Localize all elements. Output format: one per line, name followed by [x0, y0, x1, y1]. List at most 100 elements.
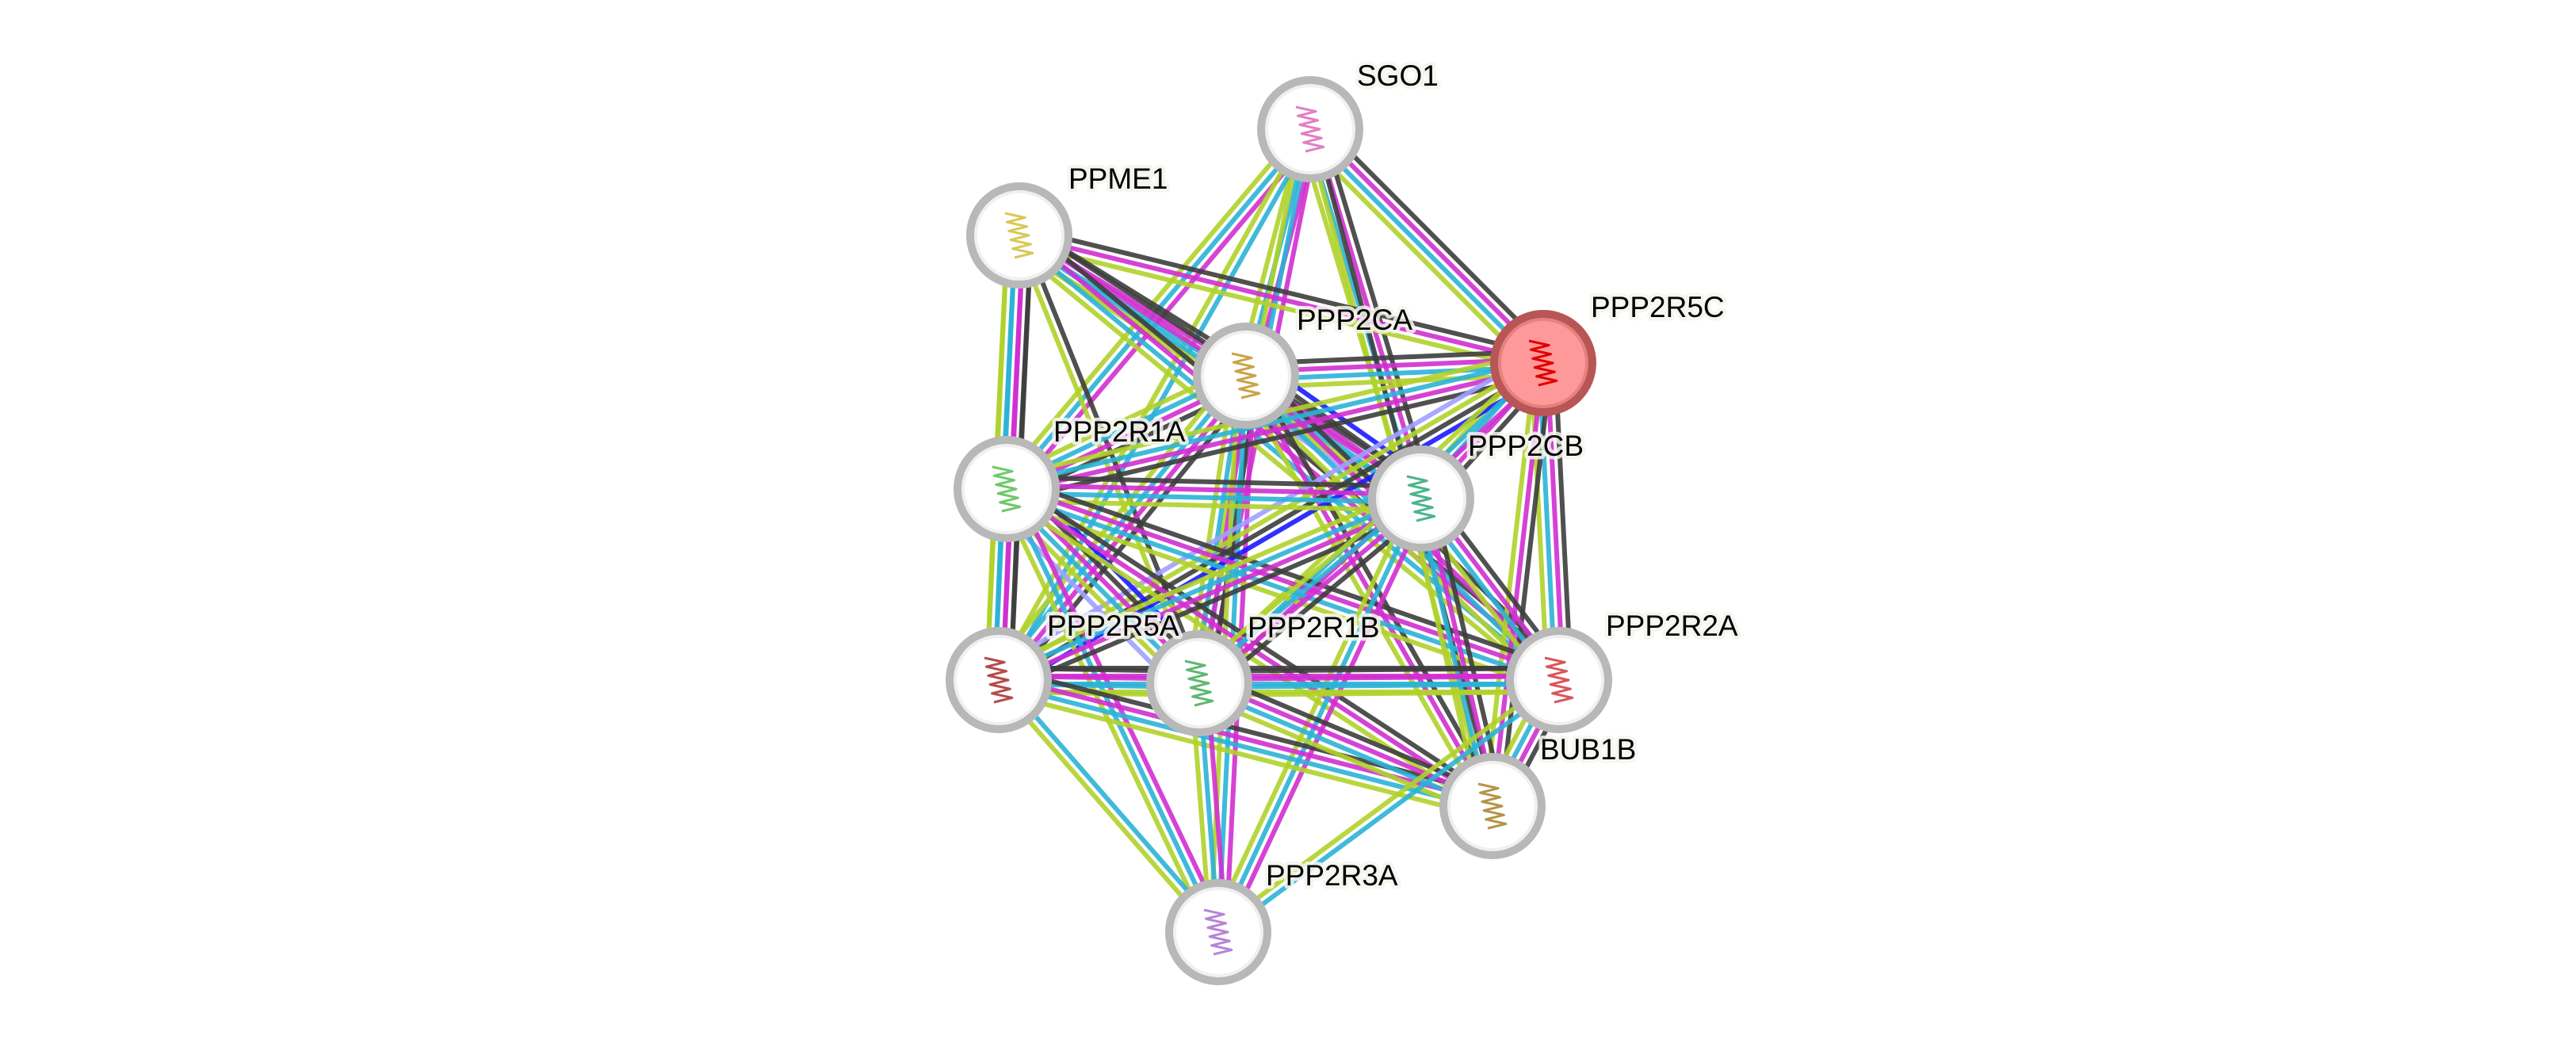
- node-circle[interactable]: [1146, 630, 1252, 736]
- edge-ppp2r5a-bub1b[interactable]: [995, 666, 1496, 820]
- node-circle[interactable]: [1506, 627, 1612, 733]
- evidence-line-databases: [999, 675, 1224, 931]
- node-ppp2r5c[interactable]: [1490, 310, 1596, 416]
- node-label-ppp2r3a: PPP2R3A: [1266, 859, 1398, 892]
- evidence-line-textmining: [1300, 136, 1537, 373]
- node-circle[interactable]: [966, 182, 1072, 289]
- nodes-layer: [946, 76, 1612, 985]
- node-ppp2r2a[interactable]: [1506, 627, 1612, 733]
- evidence-line-databases: [997, 681, 1492, 812]
- evidence-line-textmining: [997, 491, 1213, 937]
- node-label-ppp2r5a: PPP2R5A: [1047, 610, 1179, 642]
- node-ppme1[interactable]: [966, 182, 1072, 289]
- node-label-ppp2cb: PPP2CB: [1468, 430, 1584, 462]
- evidence-line-coexpression: [1000, 666, 1496, 797]
- edge-ppme1-ppp2r5c[interactable]: [1016, 225, 1546, 373]
- node-circle[interactable]: [1257, 76, 1363, 182]
- edge-ppp2r5c-ppp2r5a[interactable]: [991, 350, 1551, 693]
- evidence-line-coexpression: [1497, 363, 1554, 808]
- evidence-line-coexpression: [999, 364, 1547, 686]
- node-circle[interactable]: [954, 436, 1060, 542]
- edge-ppp2r2a-ppp2r3a[interactable]: [1214, 675, 1563, 938]
- evidence-line-coexpression: [1009, 475, 1564, 671]
- evidence-line-databases: [1005, 357, 1543, 488]
- evidence-line-textmining: [1236, 378, 1488, 812]
- node-circle[interactable]: [1368, 445, 1474, 552]
- node-inner-shade: [1173, 887, 1263, 977]
- evidence-line-databases: [1006, 490, 1421, 505]
- evidence-line-textmining: [1529, 363, 1550, 681]
- protein-structure-icon: [1406, 475, 1436, 522]
- evidence-line-coexpression: [1020, 225, 1546, 358]
- evidence-line-textmining: [1016, 240, 1542, 373]
- evidence-line-coexpression: [1552, 362, 1573, 680]
- node-ppp2r5a[interactable]: [946, 627, 1052, 733]
- node-label-ppp2r5c: PPP2R5C: [1591, 291, 1725, 323]
- node-inner-shade: [1514, 635, 1604, 725]
- node-circle[interactable]: [1193, 323, 1299, 429]
- evidence-line-homology: [991, 350, 1538, 672]
- node-label-ppp2r1a: PPP2R1A: [1053, 415, 1186, 448]
- protein-structure-icon: [1477, 782, 1508, 830]
- protein-structure-icon: [1231, 352, 1261, 399]
- node-label-bub1b: BUB1B: [1540, 733, 1636, 766]
- protein-structure-icon: [1184, 659, 1214, 707]
- protein-structure-icon: [1544, 656, 1574, 704]
- evidence-line-coexpression: [1202, 670, 1498, 797]
- evidence-line-databases: [1004, 490, 1559, 686]
- node-bub1b[interactable]: [1439, 753, 1546, 859]
- node-circle[interactable]: [1165, 879, 1271, 985]
- evidence-line-textmining: [993, 126, 1309, 680]
- evidence-line-experiments: [1019, 233, 1544, 365]
- protein-structure-icon: [992, 465, 1022, 513]
- node-label-ppp2r1b: PPP2R1B: [1248, 611, 1380, 644]
- evidence-line-databases: [1305, 130, 1542, 368]
- node-ppp2r1a[interactable]: [954, 436, 1060, 542]
- protein-structure-icon: [984, 656, 1014, 704]
- evidence-line-experiments: [1311, 124, 1548, 362]
- node-ppp2r1b[interactable]: [1146, 630, 1252, 736]
- evidence-line-textmining: [1194, 692, 1489, 820]
- protein-structure-icon: [1004, 212, 1034, 259]
- edge-ppp2r5a-ppp2r3a[interactable]: [993, 675, 1224, 937]
- protein-structure-icon: [1203, 908, 1233, 956]
- evidence-line-experiments: [1223, 500, 1431, 937]
- evidence-line-textmining: [1214, 675, 1558, 931]
- evidence-line-coexpression: [1007, 475, 1422, 490]
- node-sgo1[interactable]: [1257, 76, 1363, 182]
- node-inner-shade: [1201, 331, 1291, 421]
- evidence-line-experiments: [999, 499, 1424, 686]
- node-ppp2ca[interactable]: [1193, 323, 1299, 429]
- evidence-line-textmining: [995, 357, 1542, 679]
- node-inner-shade: [974, 190, 1064, 281]
- node-label-sgo1: SGO1: [1357, 59, 1439, 92]
- protein-structure-icon: [1295, 105, 1325, 153]
- node-ppp2cb[interactable]: [1368, 445, 1474, 552]
- evidence-line-coexpression: [1430, 495, 1507, 804]
- protein-structure-icon: [1528, 339, 1558, 387]
- evidence-line-coexpression: [1198, 666, 1559, 675]
- evidence-line-experiments: [1007, 364, 1545, 495]
- node-label-ppp2r2a: PPP2R2A: [1606, 610, 1738, 642]
- edge-ppp2r1b-bub1b[interactable]: [1194, 670, 1498, 820]
- node-circle[interactable]: [1490, 310, 1596, 416]
- edge-sgo1-ppp2r5c[interactable]: [1300, 119, 1554, 373]
- node-ppp2r3a[interactable]: [1165, 879, 1271, 985]
- evidence-line-coexpression: [1317, 119, 1554, 357]
- evidence-line-databases: [1216, 497, 1424, 934]
- node-inner-shade: [954, 635, 1044, 725]
- edge-ppp2cb-ppp2r3a[interactable]: [1209, 494, 1431, 937]
- evidence-line-coexpression: [1251, 370, 1502, 804]
- node-inner-shade: [1376, 453, 1466, 544]
- evidence-line-gene-cooccurrence: [1003, 371, 1551, 693]
- evidence-line-textmining: [1209, 494, 1416, 931]
- node-circle[interactable]: [1439, 753, 1546, 859]
- node-circle[interactable]: [946, 627, 1052, 733]
- evidence-line-experiments: [1199, 677, 1496, 805]
- node-label-ppp2ca: PPP2CA: [1297, 304, 1412, 336]
- evidence-line-experiments: [1198, 674, 1559, 682]
- node-inner-shade: [1265, 84, 1355, 174]
- node-inner-shade: [1498, 318, 1588, 408]
- node-inner-shade: [1447, 761, 1538, 851]
